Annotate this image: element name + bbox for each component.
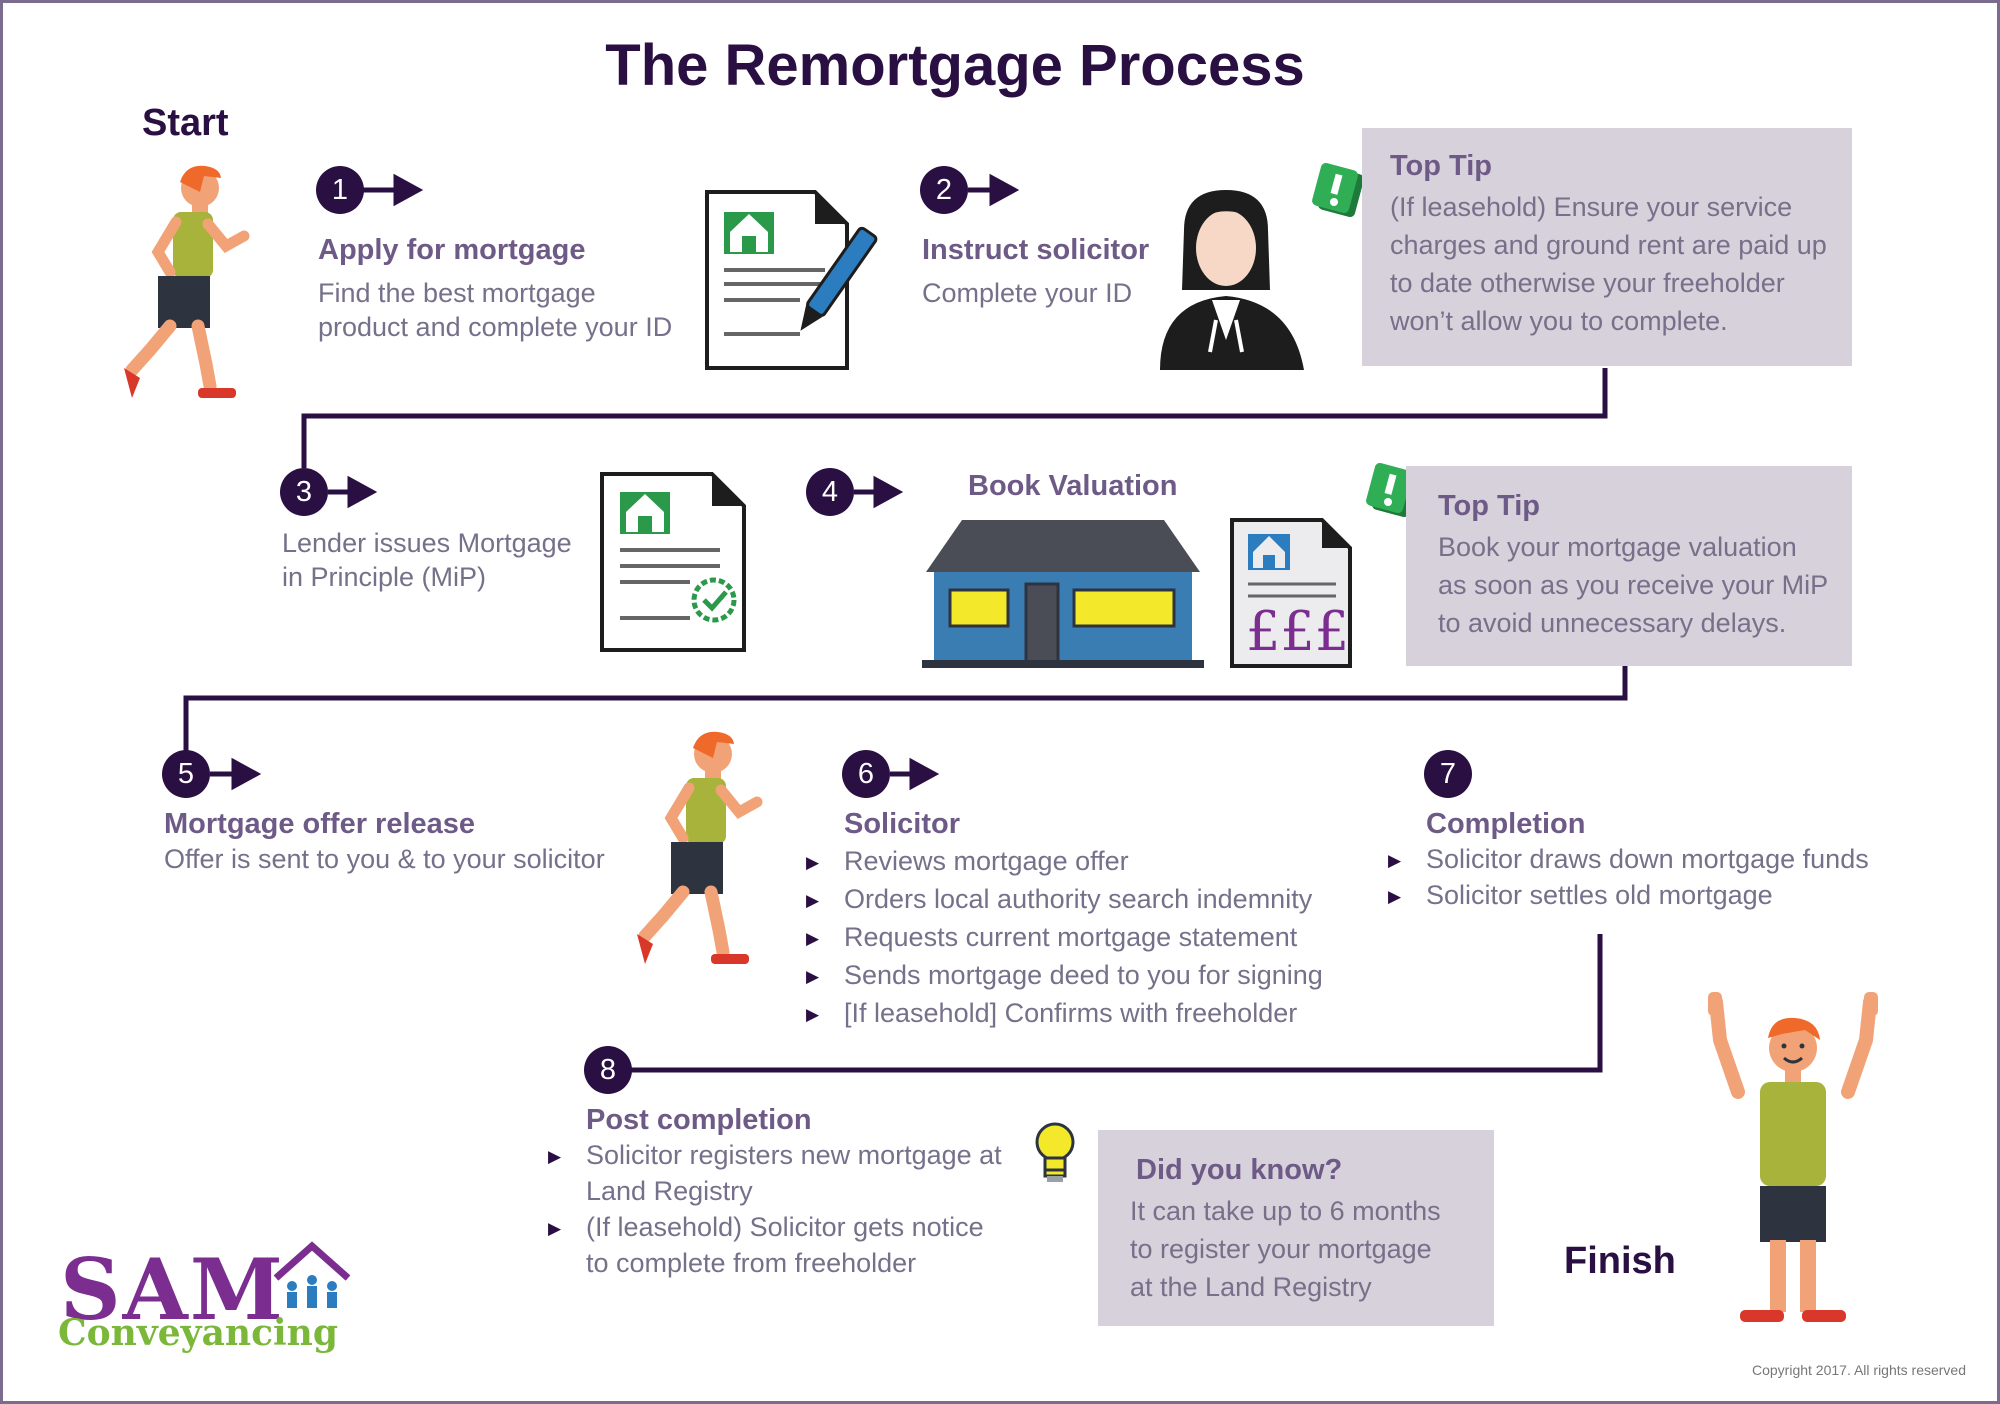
step-text: Find the best mortgage — [318, 278, 596, 308]
step-heading: Apply for mortgage — [318, 234, 586, 266]
alert-icon — [1312, 162, 1364, 218]
logo-wordmark: SAM — [60, 1240, 285, 1339]
tip-box: Top Tip (If leasehold) Ensure your servi… — [1362, 128, 1852, 366]
celebrating-person-icon — [1708, 992, 1878, 1322]
bullet-item-continued: Land Registry — [586, 1176, 753, 1206]
solicitor-icon — [1160, 190, 1304, 370]
bullet-item: Orders local authority search indemnity — [806, 884, 1312, 915]
did-you-know-box: Did you know? It can take up to 6 months… — [1098, 1130, 1494, 1326]
step-number: 7 — [1424, 750, 1472, 798]
step-text: Lender issues Mortgage — [282, 528, 572, 558]
step-text: in Principle (MiP) — [282, 562, 487, 592]
family-house-logo-icon — [273, 1241, 351, 1308]
bullet-item: Requests current mortgage statement — [806, 922, 1297, 953]
finish-label: Finish — [1564, 1240, 1676, 1282]
tip-text: Book your mortgage valuation — [1438, 532, 1797, 562]
tip-text: at the Land Registry — [1130, 1272, 1372, 1302]
start-label: Start — [142, 102, 229, 144]
step-text: product and complete your ID — [318, 312, 673, 342]
document-pen-icon — [705, 190, 878, 370]
connector-row2-row3 — [183, 666, 1628, 752]
flow-connectors — [183, 368, 1628, 1073]
tip-text: to avoid unnecessary delays. — [1438, 608, 1787, 638]
document-check-icon — [600, 472, 746, 652]
step-text: Complete your ID — [922, 278, 1133, 308]
bullet-item: Reviews mortgage offer — [806, 846, 1129, 877]
bullet-item: [If leasehold] Confirms with freeholder — [806, 998, 1297, 1029]
runner-icon — [637, 731, 763, 964]
bullet-item: Solicitor settles old mortgage — [1388, 880, 1773, 911]
page-title: The Remortgage Process — [605, 33, 1305, 98]
step-number: 5 — [162, 750, 210, 798]
bullet-item: (If leasehold) Solicitor gets notice — [548, 1212, 984, 1243]
copyright: Copyright 2017. All rights reserved — [1752, 1362, 1966, 1378]
step-number: 3 — [280, 468, 328, 516]
tip-heading: Top Tip — [1438, 490, 1541, 522]
tip-text: won’t allow you to complete. — [1390, 306, 1728, 336]
step-arrows — [210, 173, 1020, 791]
step-heading: Book Valuation — [968, 470, 1178, 502]
lightbulb-icon — [1035, 1122, 1075, 1182]
bullet-item: Solicitor registers new mortgage at — [548, 1140, 1002, 1171]
bullet-item: Sends mortgage deed to you for signing — [806, 960, 1323, 991]
step-text: Offer is sent to you & to your solicitor — [164, 844, 605, 874]
step-number: 2 — [920, 166, 968, 214]
tip-text: to date otherwise your freeholder — [1390, 268, 1785, 298]
step-heading: Instruct solicitor — [922, 234, 1150, 266]
connector-row3-row4 — [614, 934, 1603, 1073]
step-number: 4 — [806, 468, 854, 516]
step-heading: Completion — [1426, 808, 1586, 840]
runner-icon — [124, 165, 250, 398]
step-number: 1 — [316, 166, 364, 214]
step-heading: Mortgage offer release — [164, 808, 476, 840]
house-icon — [922, 520, 1204, 668]
valuation-pounds: £££ — [1246, 600, 1350, 663]
logo-subtitle: Conveyancing — [58, 1312, 339, 1354]
tip-text: to register your mortgage — [1130, 1234, 1432, 1264]
connector-row1-row2 — [301, 368, 1608, 468]
step-number: 8 — [584, 1046, 632, 1094]
tip-heading: Top Tip — [1390, 150, 1493, 182]
tip-box: Top Tip Book your mortgage valuation as … — [1406, 466, 1852, 666]
bullet-item-continued: to complete from freeholder — [586, 1248, 917, 1278]
tip-text: (If leasehold) Ensure your service — [1390, 192, 1793, 222]
tip-heading: Did you know? — [1136, 1154, 1343, 1186]
step-heading: Solicitor — [844, 808, 961, 840]
step-heading: Post completion — [586, 1104, 812, 1136]
valuation-document-icon — [1230, 518, 1352, 668]
bullet-item: Solicitor draws down mortgage funds — [1388, 844, 1869, 875]
tip-text: as soon as you receive your MiP — [1438, 570, 1829, 600]
tip-text: charges and ground rent are paid up — [1390, 230, 1827, 260]
tip-text: It can take up to 6 months — [1130, 1196, 1441, 1226]
step-number: 6 — [842, 750, 890, 798]
